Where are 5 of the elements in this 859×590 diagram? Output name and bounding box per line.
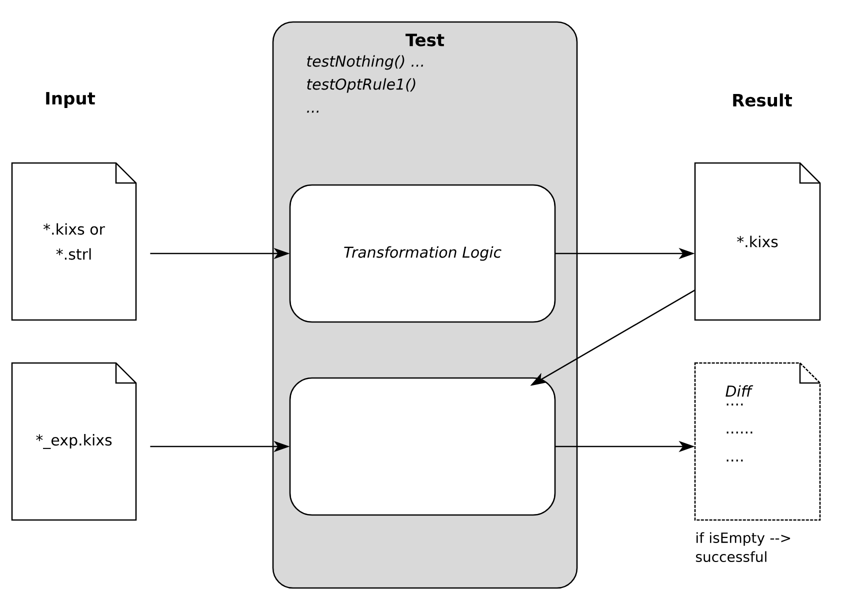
column-heading: Input xyxy=(46,92,96,108)
process-box: Transformation Logic xyxy=(289,184,556,323)
column-heading: Result xyxy=(733,93,792,107)
note-text: if isEmpty --> successful xyxy=(696,532,790,562)
process-box xyxy=(289,377,556,516)
